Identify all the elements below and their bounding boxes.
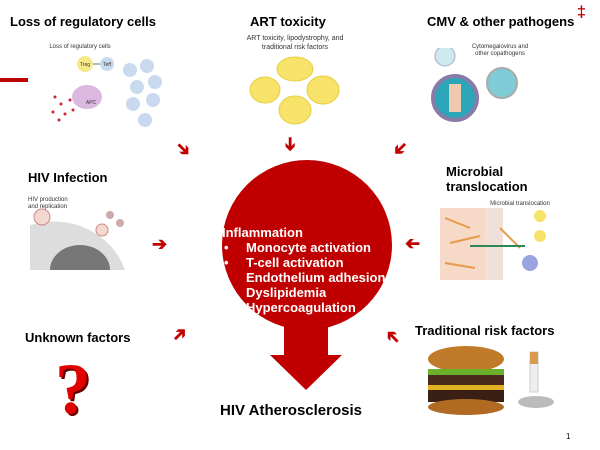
- arrow-art: ➔: [280, 136, 301, 152]
- teff-cell-label: Teff: [103, 62, 112, 68]
- arrow-regulatory: ➔: [171, 136, 196, 162]
- arrow-unknown: ➔: [167, 321, 192, 347]
- arrow-microbial: ➔: [405, 234, 421, 254]
- arrow-cmv: ➔: [388, 136, 413, 162]
- arrow-traditional: ➔: [380, 324, 405, 350]
- cmv-title: CMV & other pathogens: [427, 14, 575, 29]
- inflammation-heading: Inflammation: [222, 225, 303, 240]
- art-caption: ART toxicity, lipodystrophy, and traditi…: [246, 35, 344, 51]
- regulatory-title: Loss of regulatory cells: [10, 14, 156, 29]
- apc-cell-label: APC: [86, 100, 97, 106]
- regulatory-caption: Loss of regulatory cells: [49, 44, 111, 50]
- list-item: T-cell activation: [224, 255, 385, 270]
- cmv-caption: Cytomegalovirus and other copathogens: [471, 44, 529, 57]
- list-item: Hypercoagulation: [224, 300, 385, 315]
- corner-mark: ‡: [577, 4, 586, 21]
- regulatory-cells-illustration: Treg Teff APC: [51, 56, 162, 127]
- traditional-title: Traditional risk factors: [415, 323, 555, 338]
- accent-bar: [0, 78, 28, 82]
- inflammation-list: Inflammation Monocyte activation T-cell …: [222, 225, 385, 315]
- treg-cell-label: Treg: [80, 62, 90, 68]
- arrow-hiv: ➔: [152, 234, 168, 254]
- question-mark-icon: ?: [55, 349, 91, 429]
- art-title: ART toxicity: [250, 14, 326, 29]
- hiv-title: HIV Infection: [28, 170, 108, 185]
- list-item: Dyslipidemia: [224, 285, 385, 300]
- list-item: Monocyte activation: [224, 240, 385, 255]
- unknown-title: Unknown factors: [25, 330, 131, 345]
- burger-illustration: [428, 346, 504, 415]
- hiv-replication-illustration: [30, 208, 125, 270]
- virus-illustration: [431, 48, 518, 122]
- microbial-caption: Microbial translocation: [490, 201, 550, 207]
- microbial-title: Microbial translocation: [446, 164, 528, 194]
- list-item: Endothelium adhesion: [224, 270, 385, 285]
- page-number: 1: [566, 432, 571, 441]
- cigarette-illustration: [518, 351, 554, 408]
- fat-cells-illustration: [249, 56, 340, 125]
- outcome-label: HIV Atherosclerosis: [220, 402, 362, 419]
- hiv-caption: HIV production and replication: [28, 197, 68, 210]
- gut-illustration: [440, 208, 546, 280]
- outcome-arrow: [270, 325, 342, 390]
